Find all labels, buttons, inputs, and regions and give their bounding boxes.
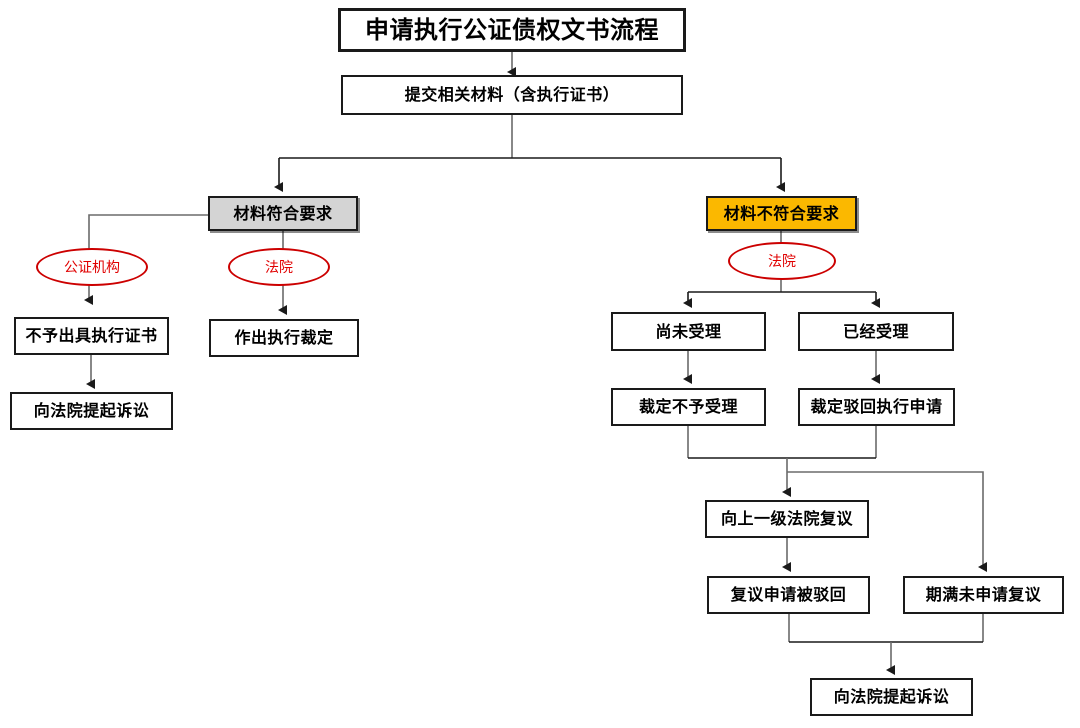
node-no-review-filed: 期满未申请复议	[903, 576, 1064, 614]
node-sue-court-right-label: 向法院提起诉讼	[833, 687, 950, 707]
node-title: 申请执行公证债权文书流程	[338, 8, 686, 52]
node-already-accepted: 已经受理	[798, 312, 954, 351]
node-review-rejected: 复议申请被驳回	[707, 576, 870, 614]
node-sue-court-left-label: 向法院提起诉讼	[33, 401, 150, 421]
node-materials-unqualified-label: 材料不符合要求	[723, 203, 840, 223]
node-no-review-filed-label: 期满未申请复议	[925, 585, 1042, 605]
node-title-label: 申请执行公证债权文书流程	[365, 15, 659, 44]
node-refuse-issue-certificate: 不予出具执行证书	[14, 317, 169, 355]
node-refuse-issue-certificate-label: 不予出具执行证书	[25, 326, 158, 346]
node-sue-court-right: 向法院提起诉讼	[810, 678, 973, 716]
node-rule-not-accept-label: 裁定不予受理	[638, 397, 738, 417]
node-sue-court-left: 向法院提起诉讼	[10, 392, 173, 430]
role-court-right: 法院	[728, 242, 836, 280]
node-review-upper-court-label: 向上一级法院复议	[720, 509, 853, 529]
node-submit-materials: 提交相关材料（含执行证书）	[341, 75, 683, 115]
node-not-yet-accepted-label: 尚未受理	[655, 321, 722, 341]
role-court-left: 法院	[228, 248, 330, 286]
role-notary-office-label: 公证机构	[64, 260, 120, 276]
node-materials-qualified: 材料符合要求	[208, 196, 358, 231]
role-court-left-label: 法院	[265, 260, 293, 276]
node-rule-reject-application-label: 裁定驳回执行申请	[810, 397, 943, 417]
node-not-yet-accepted: 尚未受理	[611, 312, 766, 351]
role-notary-office: 公证机构	[36, 248, 148, 286]
node-make-execution-ruling-label: 作出执行裁定	[234, 328, 334, 348]
node-materials-qualified-label: 材料符合要求	[233, 203, 333, 223]
node-submit-materials-label: 提交相关材料（含执行证书）	[404, 85, 620, 105]
node-make-execution-ruling: 作出执行裁定	[209, 319, 359, 357]
role-court-right-label: 法院	[768, 254, 796, 270]
node-materials-unqualified: 材料不符合要求	[706, 196, 857, 231]
node-rule-not-accept: 裁定不予受理	[611, 388, 766, 426]
node-review-upper-court: 向上一级法院复议	[705, 500, 869, 538]
node-review-rejected-label: 复议申请被驳回	[730, 585, 847, 605]
node-rule-reject-application: 裁定驳回执行申请	[798, 388, 955, 426]
node-already-accepted-label: 已经受理	[842, 321, 909, 341]
